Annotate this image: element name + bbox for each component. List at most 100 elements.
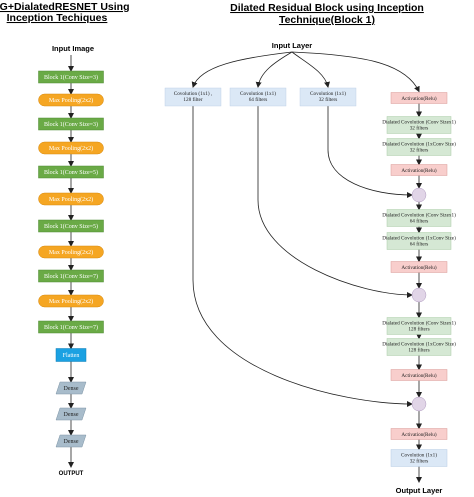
branch-conv-box	[299, 87, 357, 107]
activation-box	[390, 261, 448, 273]
dilated-residual-block-panel: Dilated Residual Block using Inception T…	[164, 2, 456, 495]
conv-block-box	[38, 117, 104, 131]
chain-node-text: Dialated Covolution (Conv Sizex1)	[382, 119, 456, 126]
left-node-pool-1: Max Pooling(2x2)	[38, 93, 104, 107]
left-node-dense-14: Dense	[55, 434, 87, 448]
activation-box	[390, 164, 448, 176]
conv-block-label: Block 1(Conv Size=3)	[44, 74, 98, 81]
conv-block-box	[38, 219, 104, 233]
chain-node-add-12	[411, 396, 427, 412]
branch-conv-text: 64 filters	[249, 96, 268, 103]
chain-node-text: Activation(Relu)	[401, 431, 436, 438]
chain-node-act-3: Activation(Relu)	[390, 164, 448, 176]
right-input-label: Input Layer	[272, 41, 313, 50]
input-to-branch-64	[255, 51, 293, 88]
right-title-line-1: Dilated Residual Block using Inception	[230, 2, 424, 14]
dense-parallelogram	[55, 407, 87, 421]
skip-32-to-add-1	[327, 106, 413, 198]
residual-add-node	[411, 187, 427, 203]
left-input-label: Input Image	[52, 44, 94, 53]
right-output-label: Output Layer	[396, 486, 443, 495]
dense-parallelogram	[55, 434, 87, 448]
conv-block-label: Block 1(Conv Size=7)	[44, 273, 98, 280]
chain-node-text: 32 filters	[410, 125, 429, 132]
left-title-line-2: Inception Techiques	[7, 12, 108, 24]
chain-node-text: Dialated Covolution (1xConv Size)	[382, 341, 456, 348]
chain-node-text: Activation(Relu)	[401, 167, 436, 174]
conv-block-label: Block 1(Conv Size=5)	[44, 169, 98, 176]
chain-node-text: Activation(Relu)	[401, 95, 436, 102]
max-pooling-label: Max Pooling(2x2)	[49, 298, 93, 305]
max-pooling-box	[38, 192, 104, 206]
residual-add-node	[411, 287, 427, 303]
conv-block-label: Block 1(Conv Size=3)	[44, 121, 98, 128]
max-pooling-label: Max Pooling(2x2)	[49, 97, 93, 104]
dense-label: Dense	[64, 439, 79, 445]
branch-conv-text: Covolution (1x1) ,	[174, 90, 212, 97]
chain-node-text: 64 filters	[410, 241, 429, 248]
vgg-dilated-resnet-panel: VGG+DialatedRESNET Using Inception Techi…	[0, 1, 130, 477]
left-flow-nodes: Block 1(Conv Size=3) Max Pooling(2x2) Bloc…	[38, 70, 104, 448]
right-title-line-2: Technique(Block 1)	[279, 14, 375, 26]
chain-node-dil-6: Dialated Covolution (1xConv Size)64 filt…	[382, 232, 456, 250]
max-pooling-box	[38, 141, 104, 155]
chain-node-dil-5: Dialated Covolution (Conv Sizex1)64 filt…	[382, 209, 456, 227]
chain-node-text: 32 filters	[410, 147, 429, 154]
input-to-activation	[291, 51, 420, 93]
conv-block-label: Block 1(Conv Size=5)	[44, 223, 98, 230]
chain-node-act-13: Activation(Relu)	[390, 428, 448, 440]
chain-node-text: Covolution (1x1)	[401, 452, 437, 459]
input-to-branch-32	[291, 51, 330, 88]
chain-node-dil-9: Dialated Covolution (Conv Sizex1)128 fil…	[382, 317, 456, 335]
left-title-line-1: VGG+DialatedRESNET Using	[0, 1, 130, 13]
chain-node-add-8	[411, 287, 427, 303]
flatten-label: Flatten	[63, 353, 80, 359]
left-node-pool-3: Max Pooling(2x2)	[38, 141, 104, 155]
chain-node-act-7: Activation(Relu)	[390, 261, 448, 273]
dilated-conv-box	[386, 116, 452, 134]
chain-node-dil-2: Dialated Covolution (1xConv Size)32 filt…	[382, 138, 456, 156]
left-node-dense-12: Dense	[55, 381, 87, 395]
right-flow-arrows	[191, 51, 422, 483]
skip-128-to-add-3	[192, 106, 413, 407]
max-pooling-box	[38, 93, 104, 107]
conv-block-box	[38, 165, 104, 179]
chain-node-dil-10: Dialated Covolution (1xConv Size)128 fil…	[382, 338, 456, 356]
left-node-pool-5: Max Pooling(2x2)	[38, 192, 104, 206]
left-node-block-2: Block 1(Conv Size=3)	[38, 117, 104, 131]
max-pooling-label: Max Pooling(2x2)	[49, 196, 93, 203]
branch-conv-1x1-2: Covolution (1x1)32 filters	[299, 87, 357, 107]
branch-conv-text: 32 filters	[319, 96, 338, 103]
max-pooling-box	[38, 245, 104, 259]
left-output-label: OUTPUT	[59, 471, 84, 477]
left-node-block-0: Block 1(Conv Size=3)	[38, 70, 104, 84]
conv-block-label: Block 1(Conv Size=7)	[44, 324, 98, 331]
max-pooling-box	[38, 294, 104, 308]
chain-node-text: Dialated Covolution (1xConv Size)	[382, 235, 456, 242]
skip-64-to-add-2	[257, 106, 413, 298]
branch-conv-text: Covolution (1x1)	[310, 90, 346, 97]
chain-node-text: Dialated Covolution (Conv Sizex1)	[382, 320, 456, 327]
final-conv-box	[390, 449, 448, 467]
chain-node-text: 64 filters	[410, 218, 429, 225]
left-node-pool-7: Max Pooling(2x2)	[38, 245, 104, 259]
conv-block-box	[38, 269, 104, 283]
left-node-flatten-11: Flatten	[55, 348, 87, 362]
chain-node-act-11: Activation(Relu)	[390, 369, 448, 381]
chain-node-text: Activation(Relu)	[401, 264, 436, 271]
max-pooling-label: Max Pooling(2x2)	[49, 145, 93, 152]
branch-conv-box	[229, 87, 287, 107]
dilated-conv-box	[386, 317, 452, 335]
conv-block-box	[38, 320, 104, 334]
dense-label: Dense	[64, 412, 79, 418]
activation-box	[390, 428, 448, 440]
dilated-conv-box	[386, 209, 452, 227]
left-node-block-4: Block 1(Conv Size=5)	[38, 165, 104, 179]
left-node-block-8: Block 1(Conv Size=7)	[38, 269, 104, 283]
dense-parallelogram	[55, 381, 87, 395]
dilated-conv-box	[386, 338, 452, 356]
activation-box	[390, 92, 448, 104]
conv-block-box	[38, 70, 104, 84]
